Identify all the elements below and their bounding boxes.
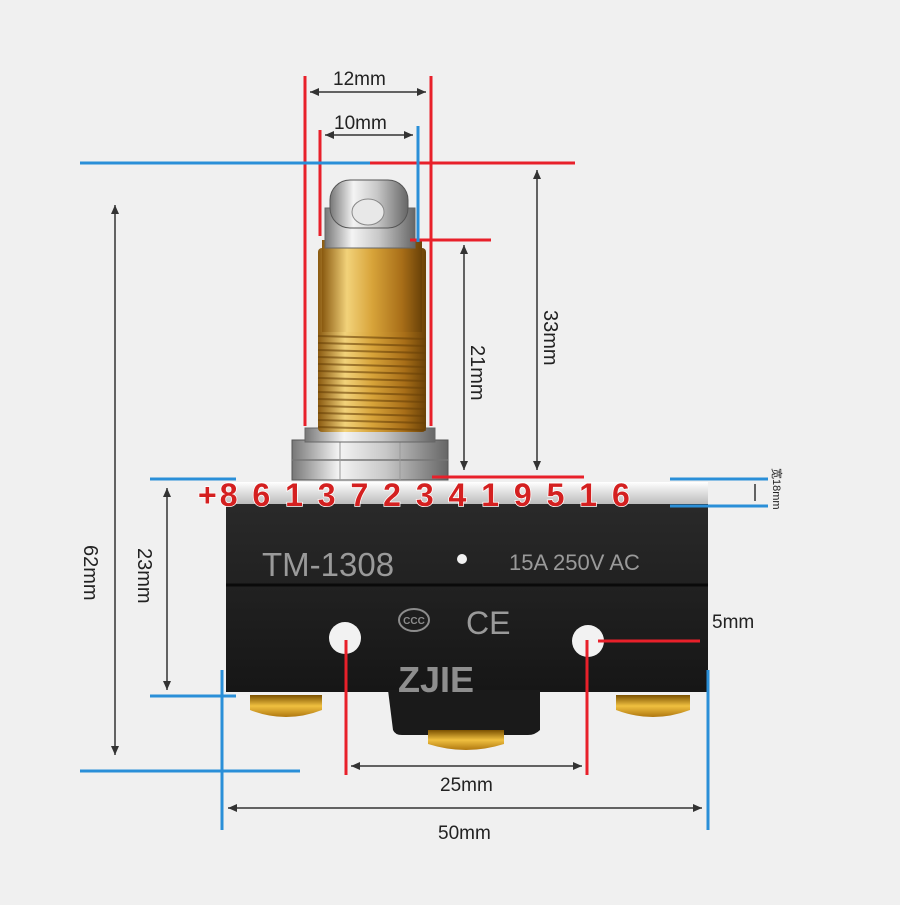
threaded-plunger xyxy=(317,240,427,432)
model-label: TM-1308 xyxy=(262,546,394,583)
dim-12mm-label: 12mm xyxy=(333,69,386,90)
ccc-mark: CCC xyxy=(398,608,430,632)
brand-logo: ZJIE xyxy=(398,659,474,700)
dim-plate-label: 宽18mm xyxy=(770,468,784,510)
hex-nut xyxy=(291,427,449,481)
dim-10mm-label: 10mm xyxy=(334,113,387,134)
dimension-lines xyxy=(80,76,768,830)
roller-plunger xyxy=(324,179,416,249)
svg-text:CCC: CCC xyxy=(403,616,425,627)
overlay-phone-number: +8 6 1 3 7 2 3 4 1 9 5 1 6 xyxy=(198,477,633,513)
terminals xyxy=(250,695,690,750)
dim-23mm-label: 23mm xyxy=(133,548,155,604)
dim-50mm-label: 50mm xyxy=(438,823,491,844)
mounting-plate xyxy=(226,482,708,504)
dim-21mm-label: 21mm xyxy=(466,345,488,401)
ce-mark: CE xyxy=(466,605,510,641)
switch-body xyxy=(226,500,708,735)
dim-25mm-label: 25mm xyxy=(440,775,493,796)
dim-5mm-label: 5mm xyxy=(712,612,754,633)
rating-label: 15A 250V AC xyxy=(509,550,640,575)
dim-62mm-label: 62mm xyxy=(79,545,101,601)
dim-33mm-label: 33mm xyxy=(539,310,561,366)
